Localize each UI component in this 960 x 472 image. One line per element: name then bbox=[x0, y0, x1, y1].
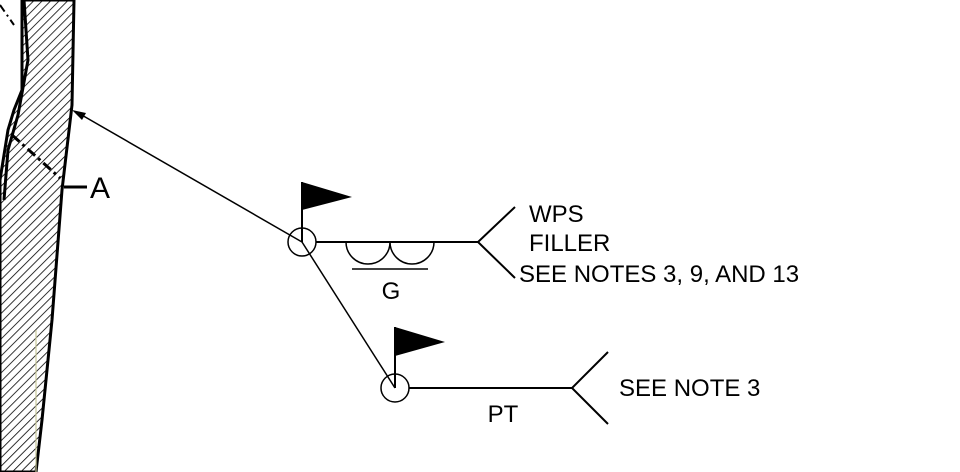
section-label: A bbox=[90, 172, 110, 205]
section-hidden-line-2 bbox=[11, 133, 62, 180]
section-inner-edge bbox=[2, 0, 30, 201]
arrowhead-icon bbox=[72, 110, 86, 120]
weld-callout-2: PT SEE NOTE 3 bbox=[301, 241, 760, 428]
tail-icon bbox=[476, 206, 516, 279]
arrow-leader bbox=[79, 113, 303, 243]
connector-leader bbox=[301, 241, 396, 389]
hatched-section bbox=[0, 0, 76, 472]
tail-line-wps: WPS bbox=[529, 201, 584, 228]
finish-symbol-label: G bbox=[382, 278, 401, 305]
tail-line-filler: FILLER bbox=[529, 230, 610, 257]
section-wall bbox=[0, 0, 76, 472]
weld-callout-1: G WPS FILLER SEE NOTES 3, 9, AND 13 bbox=[72, 110, 799, 305]
tail-note: SEE NOTE 3 bbox=[619, 375, 760, 402]
tail-line-notes: SEE NOTES 3, 9, AND 13 bbox=[519, 261, 799, 288]
section-hidden-line bbox=[0, 4, 15, 26]
field-weld-flag-icon-2 bbox=[395, 327, 445, 356]
test-method-label: PT bbox=[488, 401, 519, 428]
field-weld-flag-icon bbox=[302, 182, 352, 210]
bead-weld-symbol-icon bbox=[345, 241, 435, 265]
tail-icon-2 bbox=[570, 351, 609, 425]
